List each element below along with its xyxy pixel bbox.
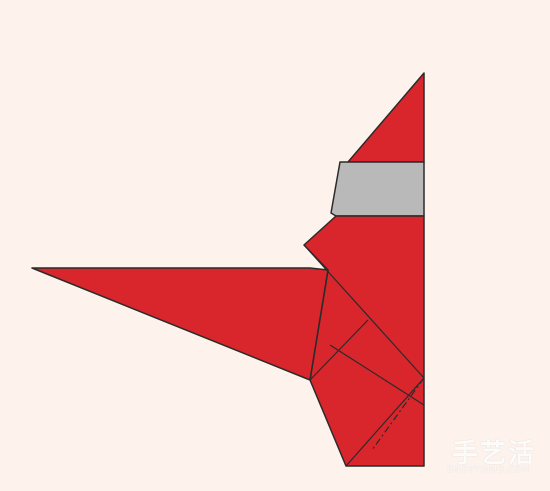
watermark-en: SHOUYIHUO.COM — [447, 465, 530, 474]
fold-line-face — [303, 244, 425, 379]
fold-line-lower — [345, 377, 425, 467]
body-block — [303, 215, 425, 467]
hat-band — [330, 161, 425, 217]
watermark-cn: 手艺活 — [451, 439, 536, 469]
hat-tip — [347, 72, 425, 163]
arm-flap — [31, 267, 329, 381]
fold-line-diamond-top — [309, 319, 369, 381]
fold-line-arm-edge — [309, 269, 329, 381]
